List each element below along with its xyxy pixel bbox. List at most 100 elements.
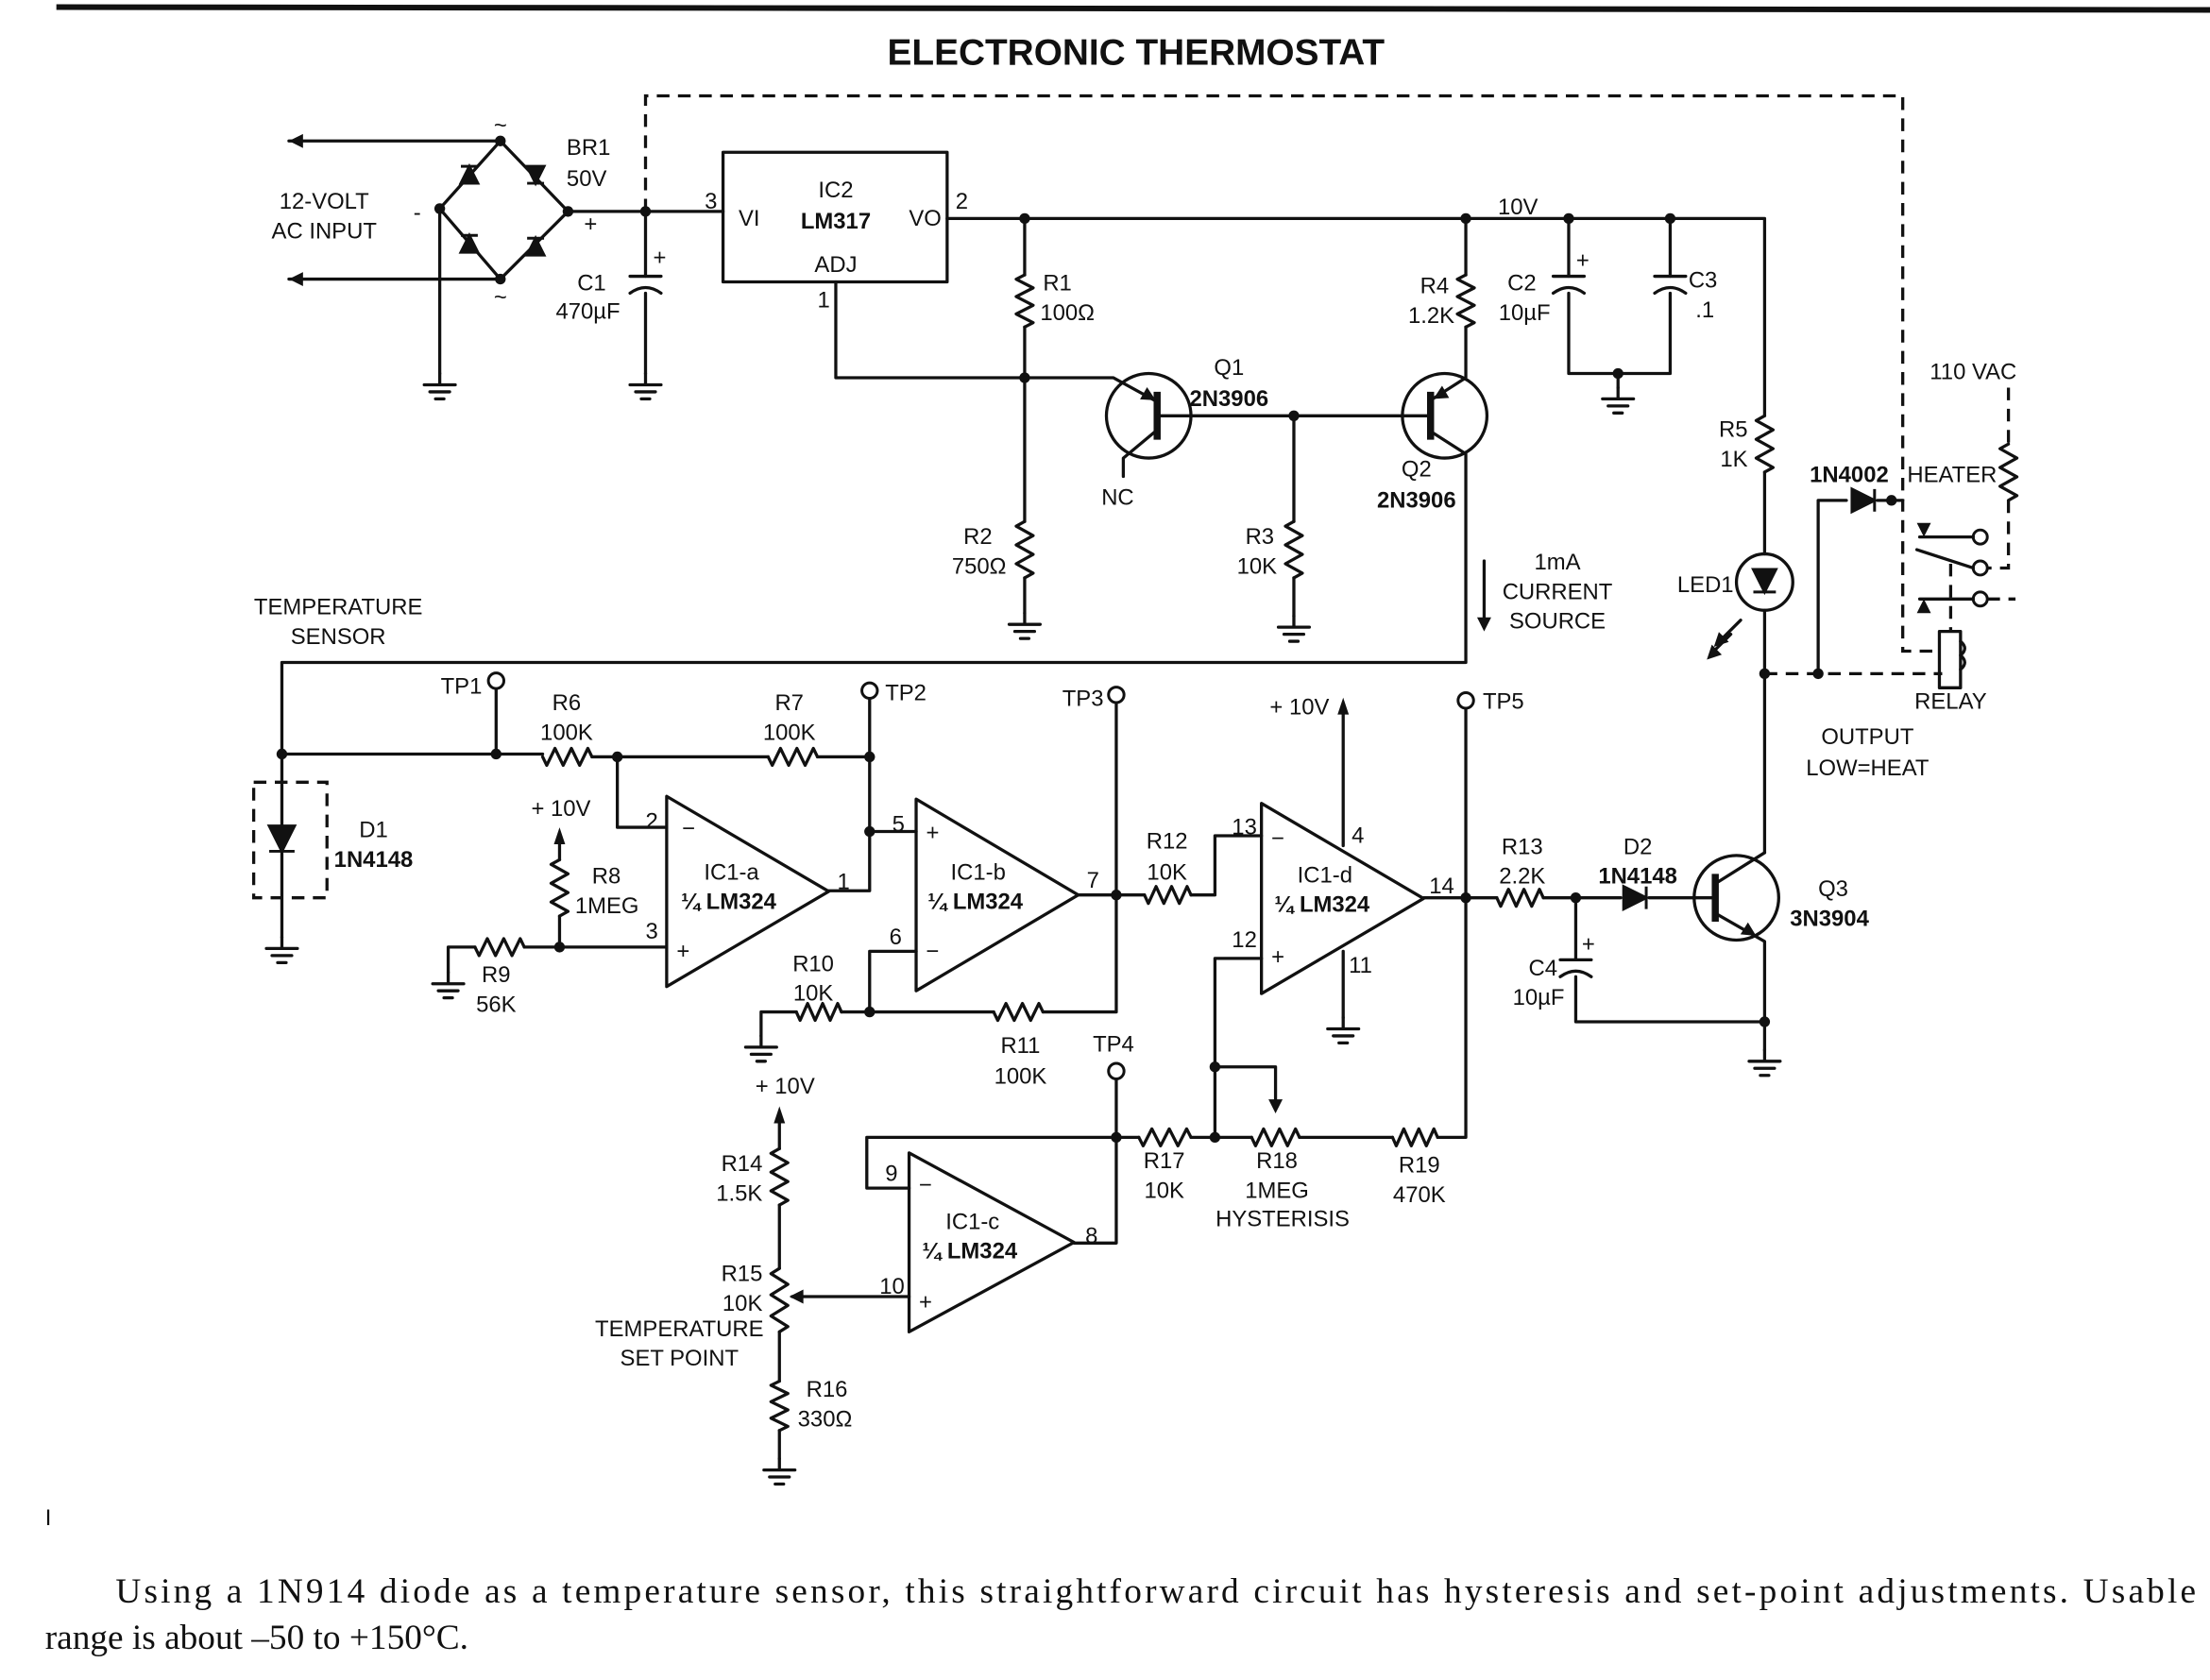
wire	[865, 1135, 1118, 1190]
label: 1.5K	[716, 1181, 762, 1207]
test-point-icon	[1456, 691, 1475, 710]
label: 100Ω	[1040, 300, 1095, 326]
label: 10µF	[1513, 985, 1565, 1010]
label: TEMPERATURE	[595, 1316, 764, 1342]
label: 56K	[476, 993, 517, 1018]
wire	[1573, 975, 1767, 1024]
relay-contact-icon	[1971, 528, 1989, 546]
ground-icon	[1007, 611, 1042, 640]
label: 4	[1352, 823, 1364, 848]
resistor-r19	[1390, 1127, 1439, 1147]
label: 7	[1087, 868, 1099, 893]
label: LOW=HEAT	[1806, 755, 1930, 781]
ground-icon	[1747, 1048, 1782, 1078]
ground-icon	[1601, 385, 1636, 415]
wire	[945, 216, 1767, 417]
test-point-icon	[860, 681, 879, 701]
label: 330Ω	[798, 1406, 853, 1432]
wire	[868, 949, 918, 1014]
diagram-title: ELECTRONIC THERMOSTAT	[888, 33, 1386, 74]
label: HEATER	[1907, 462, 1997, 487]
label: 1.2K	[1408, 303, 1454, 329]
label: TP4	[1093, 1031, 1134, 1057]
caption-line-2: range is about –50 to +150°C.	[45, 1619, 468, 1657]
label: SENSOR	[291, 624, 386, 650]
bridge-diode-icon	[524, 234, 547, 257]
label: Q1	[1214, 355, 1244, 381]
label: 1	[837, 870, 849, 895]
label: 5	[892, 812, 905, 838]
label: TP5	[1483, 689, 1524, 715]
label: IC2	[818, 178, 853, 203]
wire	[437, 139, 570, 281]
resistor-r16	[769, 1379, 790, 1433]
label: 100K	[994, 1064, 1047, 1090]
label: R8	[592, 864, 621, 890]
relay-contact-icon	[1971, 590, 1989, 608]
label: 12	[1232, 927, 1257, 953]
junction-dot	[1209, 1131, 1221, 1144]
label: R15	[722, 1262, 763, 1287]
label: ~	[494, 284, 507, 310]
label: +	[584, 212, 597, 237]
minus-sign: −	[1271, 825, 1284, 851]
resistor-r5	[1754, 414, 1776, 474]
plus-sign: +	[1271, 944, 1284, 970]
resistor-r12	[1143, 885, 1193, 906]
arrow-icon	[789, 1289, 804, 1304]
opamp-ic1b	[914, 797, 1080, 993]
sensor-box	[251, 780, 329, 900]
relay-coil-icon	[1937, 629, 1963, 689]
relay-contact-icon	[1971, 559, 1989, 577]
label: 2N3906	[1377, 487, 1456, 513]
wire	[1436, 707, 1468, 1140]
label: R14	[722, 1151, 763, 1177]
label: R6	[552, 690, 582, 716]
wire	[1914, 548, 1975, 570]
minus-sign: −	[919, 1173, 932, 1198]
label: R1	[1043, 270, 1072, 296]
resistor-r1	[1014, 273, 1035, 329]
label: SOURCE	[1509, 609, 1606, 635]
resistor-r3	[1284, 519, 1304, 580]
arrow-icon	[288, 133, 303, 148]
arrow-icon	[1916, 599, 1931, 614]
label: 1N4148	[1598, 864, 1677, 890]
label: -	[414, 200, 421, 226]
test-point-icon	[486, 671, 506, 690]
label: 2	[645, 809, 657, 835]
label: + 10V	[756, 1074, 815, 1099]
ground-icon	[422, 371, 457, 401]
resistor-r6	[540, 746, 594, 768]
label: + 10V	[531, 796, 590, 822]
label: C1	[577, 270, 605, 296]
bridge-diode-icon	[524, 164, 547, 187]
label: TEMPERATURE	[254, 595, 423, 620]
wire	[1713, 911, 1767, 1052]
label: TP3	[1062, 687, 1104, 712]
arrow-up-icon	[774, 1106, 786, 1124]
ground-icon	[264, 935, 299, 964]
label: TP2	[885, 681, 926, 706]
label: R10	[792, 951, 834, 976]
wire	[1072, 1135, 1118, 1245]
opamp-ic1a	[665, 794, 831, 989]
test-point-icon	[1107, 1061, 1126, 1080]
label: R17	[1144, 1148, 1185, 1174]
wire	[446, 945, 477, 975]
label: ¼ LM324	[1274, 892, 1370, 918]
label: 2N3906	[1190, 386, 1269, 412]
label: R9	[482, 962, 511, 988]
label: 13	[1232, 815, 1257, 840]
label: R11	[1000, 1033, 1040, 1059]
arrow-up-icon	[553, 827, 566, 844]
ground-icon	[628, 371, 663, 401]
minus-sign: −	[926, 939, 939, 964]
label: IC1-a	[704, 859, 759, 885]
label: ¼ LM324	[927, 890, 1024, 915]
label: 1	[818, 287, 830, 313]
wire	[1121, 428, 1159, 479]
bridge-diode-icon	[458, 231, 481, 254]
label: C2	[1507, 270, 1537, 296]
label: R3	[1246, 524, 1275, 550]
